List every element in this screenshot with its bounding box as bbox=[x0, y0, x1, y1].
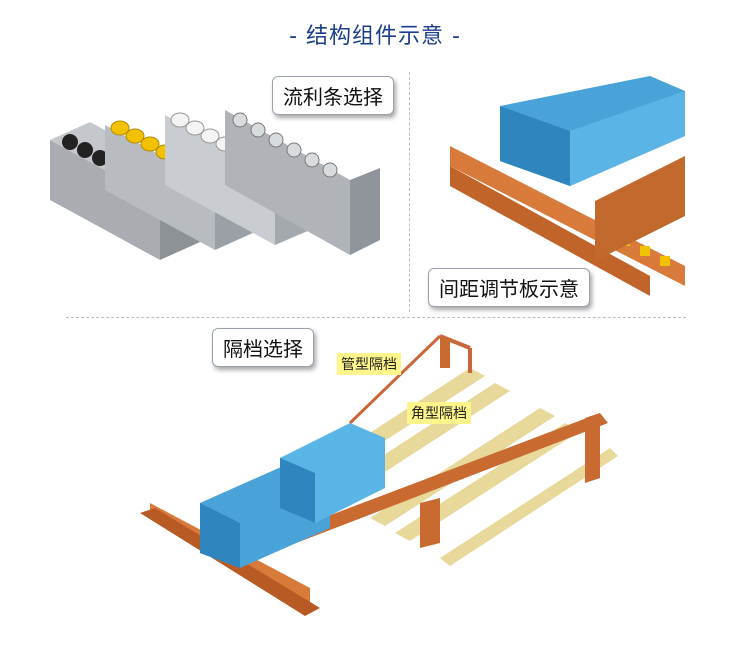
page-title: - 结构组件示意 - bbox=[289, 24, 461, 49]
spacer-label: 间距调节板示意 bbox=[428, 268, 590, 307]
angle-divider-tag: 角型隔档 bbox=[407, 402, 471, 424]
spacer-plate-illustration bbox=[450, 76, 685, 296]
horizontal-divider bbox=[66, 317, 686, 318]
divider-label: 隔档选择 bbox=[212, 328, 314, 367]
roller-label: 流利条选择 bbox=[272, 76, 394, 115]
roller-track-illustration bbox=[50, 110, 380, 260]
pipe-divider-tag: 管型隔档 bbox=[337, 353, 401, 375]
vertical-divider bbox=[409, 72, 410, 312]
